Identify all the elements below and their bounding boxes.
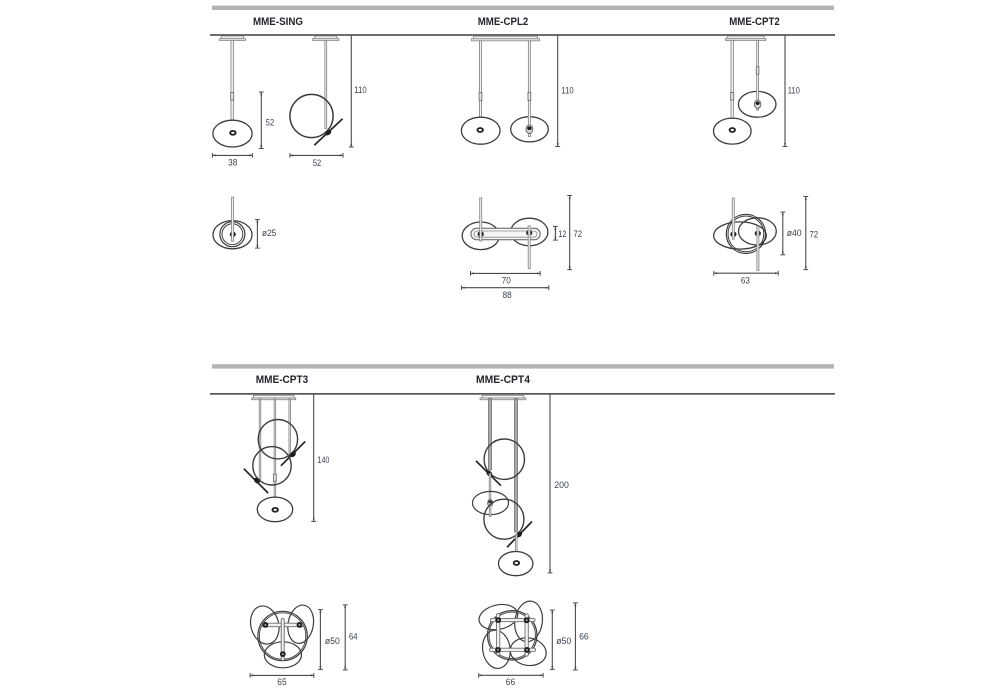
svg-text:110: 110 — [788, 85, 800, 96]
svg-text:66: 66 — [579, 632, 588, 643]
svg-text:ø50: ø50 — [556, 636, 571, 647]
svg-text:140: 140 — [317, 455, 329, 466]
svg-text:MME-CPT4: MME-CPT4 — [476, 374, 531, 386]
svg-text:ø40: ø40 — [787, 228, 802, 239]
svg-text:72: 72 — [573, 229, 582, 240]
svg-text:MME-SING: MME-SING — [253, 16, 303, 28]
svg-text:52: 52 — [266, 117, 274, 128]
svg-text:MME-CPL2: MME-CPL2 — [478, 16, 529, 28]
svg-text:38: 38 — [228, 158, 237, 169]
svg-text:65: 65 — [277, 677, 286, 688]
svg-text:110: 110 — [561, 86, 573, 97]
svg-text:63: 63 — [741, 276, 750, 287]
svg-text:12: 12 — [558, 229, 566, 240]
svg-text:52: 52 — [313, 158, 321, 169]
svg-text:ø25: ø25 — [262, 228, 276, 239]
svg-text:72: 72 — [810, 229, 819, 240]
svg-text:70: 70 — [502, 276, 511, 287]
svg-text:ø50: ø50 — [325, 636, 340, 647]
svg-text:88: 88 — [503, 290, 512, 301]
svg-text:200: 200 — [554, 480, 569, 491]
svg-text:110: 110 — [354, 85, 366, 96]
svg-text:64: 64 — [349, 632, 358, 643]
svg-text:66: 66 — [506, 677, 515, 688]
svg-text:MME-CPT2: MME-CPT2 — [729, 16, 780, 28]
svg-text:MME-CPT3: MME-CPT3 — [256, 374, 309, 386]
